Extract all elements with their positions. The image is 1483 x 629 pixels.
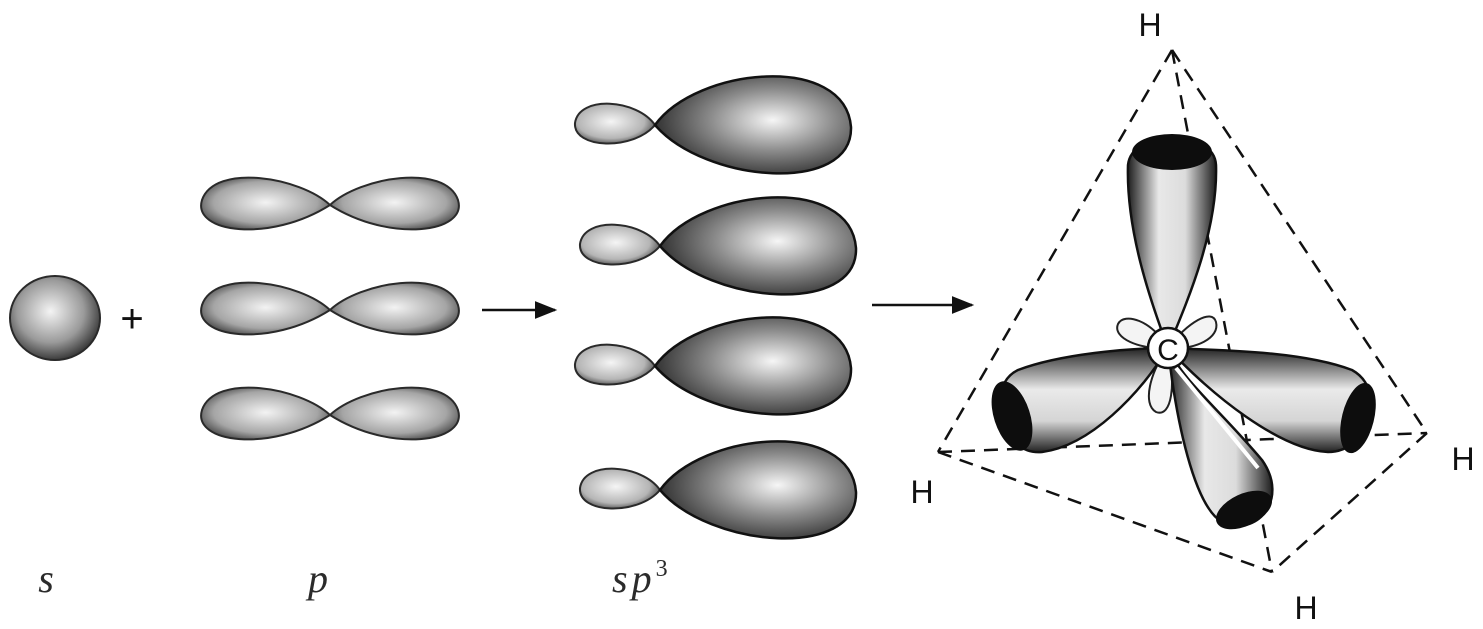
carbon-label: C [1157, 334, 1179, 367]
p-orbital-2 [201, 283, 459, 335]
p-orbital-1 [201, 178, 459, 230]
sp3-orbital-3 [575, 317, 851, 414]
hydrogen-top: H [1138, 7, 1161, 43]
label-sp3-base: sp [612, 556, 656, 601]
s-orbital [10, 276, 100, 360]
label-sp3-sup: 3 [656, 556, 672, 582]
sp3-orbital-1 [575, 76, 851, 173]
p-orbital-3 [201, 388, 459, 440]
label-p: p [305, 556, 328, 601]
lobe-top [1128, 134, 1216, 348]
hydrogen-bottom: H [1294, 590, 1317, 626]
sp3-orbital-4 [580, 441, 856, 538]
hydrogen-right: H [1451, 441, 1474, 477]
label-sp3: sp3 [612, 556, 672, 601]
hydrogen-left: H [910, 474, 933, 510]
sp3-orbital-2 [580, 197, 856, 294]
plus-sign: + [120, 297, 143, 341]
lobe-left [984, 348, 1168, 456]
label-s: s [38, 556, 54, 601]
